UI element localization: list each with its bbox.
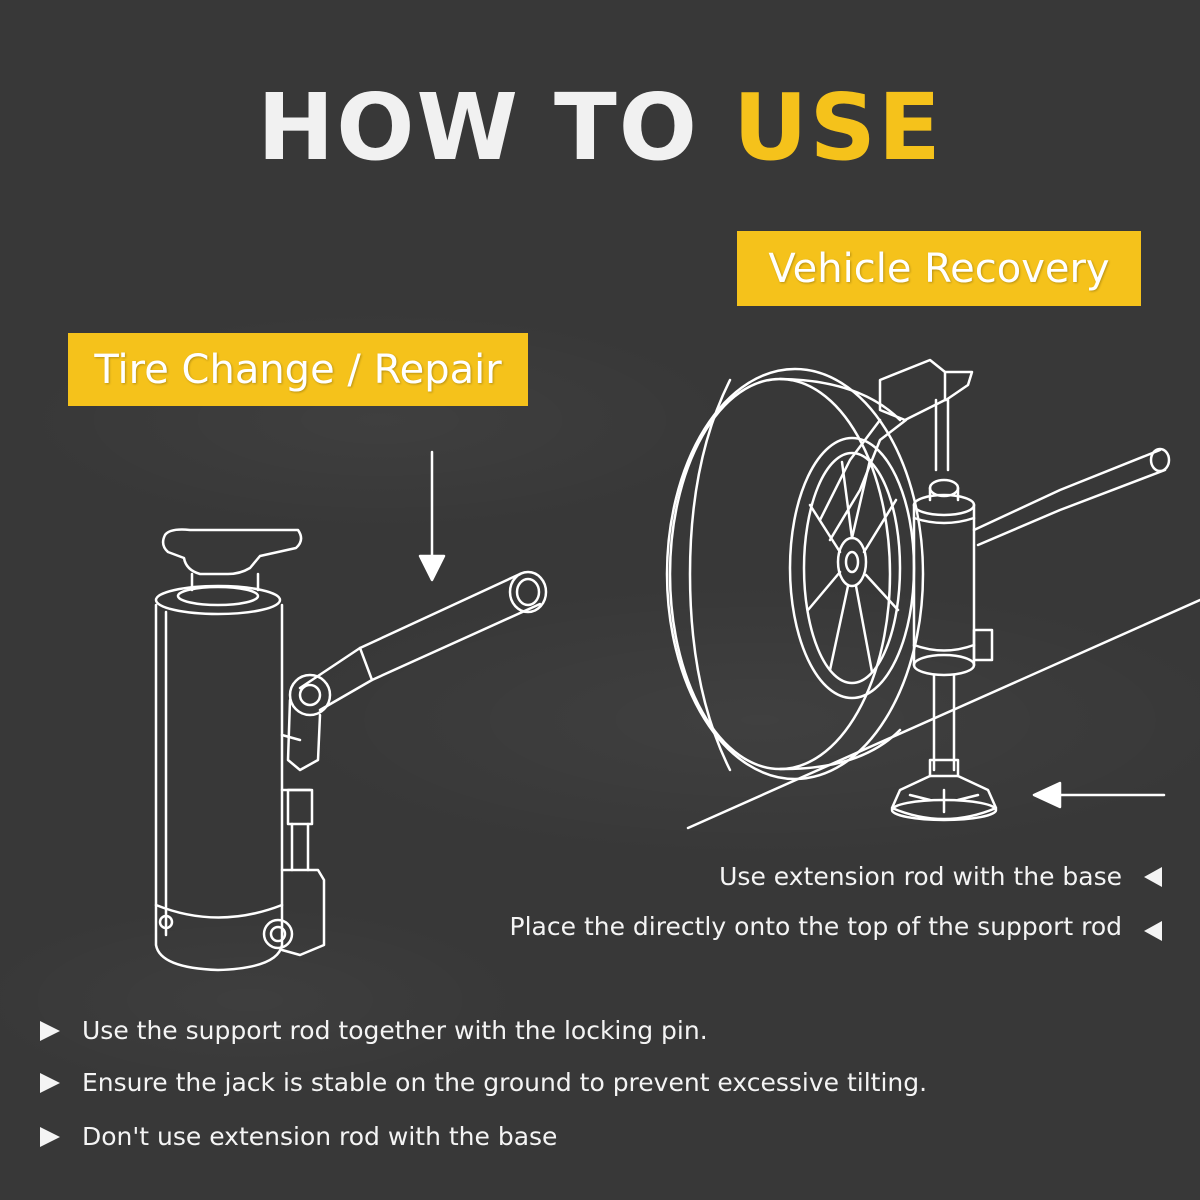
bottle-jack-illustration xyxy=(154,528,548,972)
triangle-left-icon xyxy=(1144,921,1162,941)
recovery-note-1: Use extension rod with the base xyxy=(719,862,1122,891)
title-part-yellow: USE xyxy=(732,74,943,181)
repair-note-1: Use the support rod together with the lo… xyxy=(40,1018,708,1043)
page-title: HOW TO USE xyxy=(0,82,1200,174)
repair-note-text: Use the support rod together with the lo… xyxy=(82,1016,708,1045)
tire-change-repair-label: Tire Change / Repair xyxy=(68,333,528,406)
triangle-left-icon xyxy=(1144,867,1162,887)
recovery-note-2: Place the directly onto the top of the s… xyxy=(509,912,1122,941)
arrow-left-icon xyxy=(1032,781,1166,809)
arrow-down-icon xyxy=(418,450,446,582)
repair-note-text: Ensure the jack is stable on the ground … xyxy=(82,1068,928,1097)
triangle-right-icon xyxy=(40,1020,60,1041)
ground-line xyxy=(686,598,1200,830)
triangle-right-icon xyxy=(40,1072,60,1093)
repair-note-text: Don't use extension rod with the base xyxy=(82,1122,558,1151)
triangle-right-icon xyxy=(40,1126,60,1147)
wheel-with-jack-illustration xyxy=(665,358,1171,822)
title-part-white: HOW TO xyxy=(257,74,699,181)
repair-note-2: Ensure the jack is stable on the ground … xyxy=(40,1070,927,1095)
repair-note-3: Don't use extension rod with the base xyxy=(40,1124,557,1149)
vehicle-recovery-label: Vehicle Recovery xyxy=(737,231,1141,306)
